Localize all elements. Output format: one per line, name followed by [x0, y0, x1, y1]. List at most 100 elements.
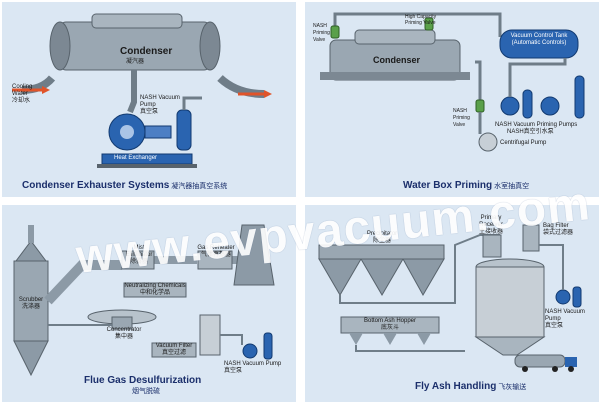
hopper-outlet-1	[349, 333, 363, 345]
condenser-label: Condenser	[373, 55, 421, 65]
vacuum-pump	[242, 343, 258, 359]
hopper-outlet-3	[417, 333, 431, 345]
truck-wheel-2	[552, 366, 558, 372]
high-capacity-valve-label: High Capacity Priming Valve	[405, 14, 437, 26]
condenser-left-end	[49, 21, 71, 71]
priming-pump-2-tank	[574, 75, 585, 119]
primary-receiver-text-cn: 主接收器	[478, 229, 503, 235]
panel-title-flue-gas-cn: 烟气脱硫	[132, 388, 160, 395]
filtrate-silo	[199, 314, 221, 356]
vacuum-pump-tank	[263, 332, 273, 360]
primary-receiver-text: Primary Receiver	[479, 215, 503, 228]
scrubber-text-cn: 洗涤器	[21, 304, 40, 310]
vacuum-filter-label: Vacuum Filter 真空过滤	[152, 343, 196, 357]
vacuum-pump-hub	[120, 125, 134, 139]
concentrator-body	[111, 316, 133, 330]
pump-text: NASH Vacuum Pump	[140, 95, 180, 108]
hopper-label: Bottom Ash Hopper 底灰斗	[341, 318, 439, 332]
flue-gas-diagram	[13, 224, 275, 377]
priming-valve-top-label: NASH Priming Valve	[313, 23, 330, 43]
side-priming-pipe	[475, 60, 482, 112]
bag-filter-label: Bag Filter 袋式过滤器	[543, 223, 575, 237]
priming-valve-side	[475, 99, 485, 113]
scrubber-text: Scrubber	[18, 297, 44, 303]
vacuum-pump-tank	[572, 286, 582, 308]
fly-ash-pump-label: NASH Vacuum Pump 真空泵	[545, 309, 589, 330]
priming-pump-1	[500, 96, 520, 116]
bag-filter	[522, 224, 540, 252]
precipitator-hopper-3	[402, 258, 445, 297]
panel-title-fly-ash-cn: 飞灰输送	[498, 384, 527, 391]
bag-filter-text: Bag Filter	[543, 223, 569, 229]
silo-cone	[474, 336, 546, 356]
priming-header-pipe	[333, 12, 502, 37]
scrubber-stack	[28, 225, 34, 243]
pump-manifold	[508, 58, 567, 97]
vacuum-filter	[151, 342, 197, 358]
condenser-right-end	[199, 21, 221, 71]
silo-body	[475, 266, 545, 338]
condenser-base-pipe	[320, 72, 470, 80]
pump-motor	[144, 125, 172, 139]
neutralizing-tank	[123, 282, 187, 298]
cooling-water-label: Cooling Water 冷却水	[12, 84, 42, 105]
truck-cab	[565, 357, 577, 367]
panel-title-condenser-en: Condenser Exhauster Systems	[22, 180, 170, 191]
mist-eliminator-text-cn: 除雾器	[129, 259, 148, 265]
neutralizing-text: Neutralizing Chemicals	[124, 283, 186, 289]
panel-title-fly-ash-en: Fly Ash Handling	[415, 381, 497, 392]
priming-pump-1-tank	[522, 89, 533, 119]
hopper-outlet-2	[383, 333, 397, 345]
panel-title-condenser-cn: 凝汽器抽真空系统	[171, 183, 228, 190]
neutralizing-text-cn: 中和化学品	[139, 290, 170, 296]
high-capacity-valve	[424, 17, 434, 31]
panel-water-box-priming: NASH Priming Valve High Capacity Priming…	[305, 2, 599, 197]
truck-wheel-1	[522, 366, 528, 372]
precipitator-text-cn: 除尘器	[372, 238, 391, 244]
concentrator-label: Concentrator 集中器	[102, 327, 146, 341]
primary-receiver-label: Primary Receiver 主接收器	[473, 215, 509, 236]
centrifugal-pump	[478, 132, 498, 152]
cooling-water-text: Cooling Water	[12, 84, 33, 97]
fgd-pump-label: NASH Vacuum Pump 真空泵	[224, 361, 281, 375]
cooling-water-outlet-pipe	[217, 74, 265, 98]
chimney	[233, 224, 275, 286]
gas-reheater-text: Gas Reheater	[197, 245, 235, 251]
separator-pipe	[182, 96, 202, 110]
precipitator-label: Precipitator 除尘器	[357, 231, 407, 245]
fly-ash-diagram	[318, 224, 582, 372]
scrubber-cone	[13, 340, 49, 377]
vacuum-pump	[555, 289, 571, 305]
mist-eliminator-label: Mist Eliminator 除雾器	[122, 245, 156, 266]
concentrator-text-cn: 集中器	[114, 334, 133, 340]
neutralizing-label: Neutralizing Chemicals 中和化学品	[124, 283, 186, 297]
bag-filter-text-cn: 袋式过滤器	[543, 230, 574, 236]
gas-reheater-text-cn: 气体再热器	[200, 252, 231, 258]
priming-valve-side-label: NASH Priming Valve	[453, 108, 470, 128]
truck-wheel-3	[568, 366, 574, 372]
separator-tank	[176, 109, 192, 151]
panel-title-water-box-en: Water Box Priming	[403, 180, 493, 191]
priming-pumps-label: NASH Vacuum Priming Pumps NASH真空引水泵	[495, 122, 577, 136]
vacuum-filter-text: Vacuum Filter	[155, 343, 193, 349]
primary-receiver	[482, 234, 502, 258]
priming-valve-top	[330, 25, 340, 39]
mist-eliminator	[121, 250, 155, 270]
precipitator-text: Precipitator	[366, 231, 398, 237]
water-box-priming-diagram	[320, 12, 585, 152]
centrifugal-pump-label: Centrifugal Pump	[500, 140, 547, 146]
fly-ash-pump-text-cn: 真空泵	[545, 323, 564, 329]
mist-eliminator-text: Mist Eliminator	[125, 245, 153, 258]
outlet-flow-arrowhead	[264, 90, 272, 98]
panel-title-flue-gas-en: Flue Gas Desulfurization	[84, 375, 202, 386]
vacuum-filter-text-cn: 真空过滤	[161, 350, 186, 356]
pump-label: NASH Vacuum Pump 真空泵	[140, 95, 192, 116]
precipitator-hopper-1	[318, 258, 362, 296]
priming-pumps-text: NASH Vacuum Priming Pumps	[495, 122, 578, 128]
panel-flue-gas: Mist Eliminator 除雾器 Gas Reheater 气体再热器 N…	[2, 205, 296, 402]
condenser-label-cn: 凝汽器	[126, 59, 145, 65]
truck-tank	[514, 354, 566, 368]
hopper-text-cn: 底灰斗	[380, 325, 399, 331]
